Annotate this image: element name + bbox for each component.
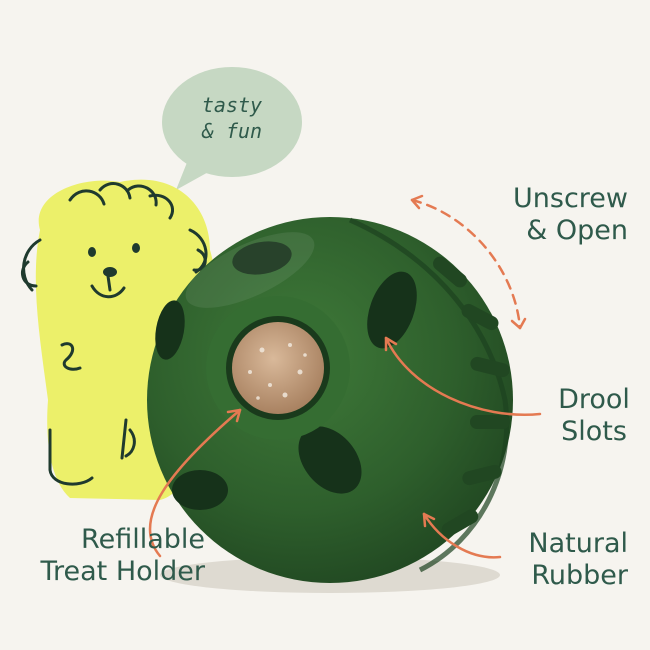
rubber-arrow [422,512,502,559]
treat-arrow [148,408,242,558]
unscrew-callout: Unscrew & Open [470,183,628,247]
speech-bubble [162,67,302,190]
treat-line1: Refillable [81,524,205,555]
speech-bubble-line1: tasty [201,93,263,117]
treat-callout: Refillable Treat Holder [10,524,205,588]
treat-icon [232,322,324,414]
unscrew-line2: & Open [526,215,628,246]
rubber-callout: Natural Rubber [488,528,628,592]
drool-arrow [384,336,542,416]
rubber-ball [147,217,513,583]
rubber-line1: Natural [528,528,628,559]
rubber-line2: Rubber [531,560,628,591]
drool-callout: Drool Slots [540,384,648,448]
speech-bubble-line2: & fun [201,119,263,143]
drool-line2: Slots [561,416,627,447]
unscrew-line1: Unscrew [513,183,628,214]
callout-arrows [148,194,542,559]
drool-line1: Drool [558,384,630,415]
treat-line2: Treat Holder [40,556,205,587]
speech-bubble-text: tasty & fun [172,92,292,144]
unscrew-arrow [410,198,522,330]
